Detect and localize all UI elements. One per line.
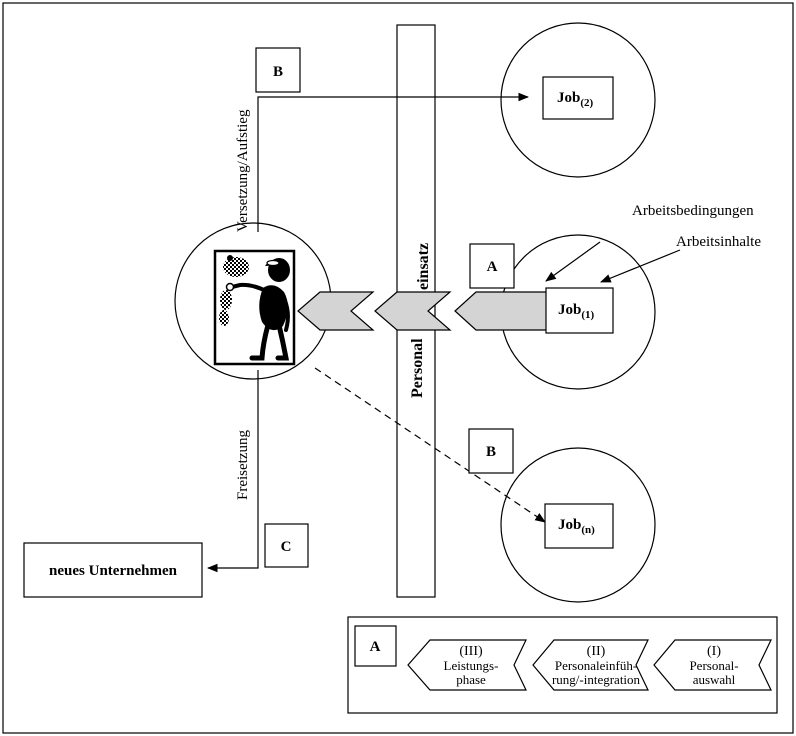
- svg-text:C: C: [281, 539, 292, 555]
- jobn-circle: [500, 447, 656, 603]
- silhouette-person-icon: [213, 249, 296, 366]
- svg-text:B: B: [486, 444, 496, 460]
- svg-text:Job(1): Job(1): [558, 302, 595, 321]
- svg-text:Job(2): Job(2): [557, 90, 594, 109]
- box-b-bottom: B: [468, 428, 514, 474]
- svg-text:B: B: [273, 64, 283, 80]
- legend-chevron-III: [407, 639, 527, 691]
- legend-phase-2-line1: Personaleinfüh-: [555, 658, 637, 673]
- arbeitsbedingungen-label: Arbeitsbedingungen: [632, 203, 754, 219]
- legend-chevron-II: [532, 639, 649, 691]
- legend-key-label: A: [370, 639, 381, 655]
- neues-unternehmen-box: neues Unternehmen: [23, 542, 203, 598]
- einsatz-label: einsatz: [415, 243, 432, 290]
- job2-circle: [500, 22, 656, 178]
- chevron-phase-1: [454, 291, 553, 331]
- legend-phase-1-line2: auswahl: [693, 672, 736, 687]
- legend-phase-3-num: (III): [459, 644, 483, 659]
- legend-chevron-I: [653, 639, 772, 691]
- svg-text:Job(n): Job(n): [558, 517, 595, 536]
- personal-label: Personal: [409, 338, 426, 398]
- legend-phase-1-line1: Personal-: [689, 658, 738, 673]
- arbeitsinhalte-label: Arbeitsinhalte: [676, 234, 761, 250]
- job1-box: Job(1): [545, 287, 614, 334]
- freisetzung-arrow: [206, 370, 259, 573]
- versetzung-arrow: [257, 92, 530, 232]
- dashed-transfer-arrow: [314, 367, 546, 523]
- versetzung-label: Versetzung/Aufstieg: [235, 109, 251, 232]
- jobn-box: Job(n): [544, 503, 614, 549]
- legend-phase-3-line2: phase: [456, 672, 486, 687]
- chevron-phase-2: [374, 291, 452, 331]
- box-a: A: [469, 243, 515, 289]
- chevron-phase-3: [297, 291, 375, 331]
- legend-phase-1-num: (I): [707, 644, 721, 659]
- freisetzung-label: Freisetzung: [235, 430, 251, 500]
- legend-phase-3-line1: Leistungs-: [444, 658, 499, 673]
- box-b-top: B: [255, 47, 301, 93]
- legend-key-box: [354, 625, 397, 667]
- legend-phase-2-num: (II): [587, 644, 606, 659]
- svg-text:neues Unternehmen: neues Unternehmen: [49, 563, 178, 579]
- svg-text:A: A: [487, 259, 498, 275]
- legend-panel: A (III) Leistungs- phase (II) Personalei…: [347, 616, 778, 714]
- legend-phase-2-line2: rung/-integration: [552, 672, 641, 687]
- job2-box: Job(2): [542, 76, 614, 120]
- arbeitsbedingungen-arrow: [545, 241, 601, 282]
- box-c: C: [264, 523, 309, 568]
- arbeitsinhalte-arrow: [599, 249, 681, 283]
